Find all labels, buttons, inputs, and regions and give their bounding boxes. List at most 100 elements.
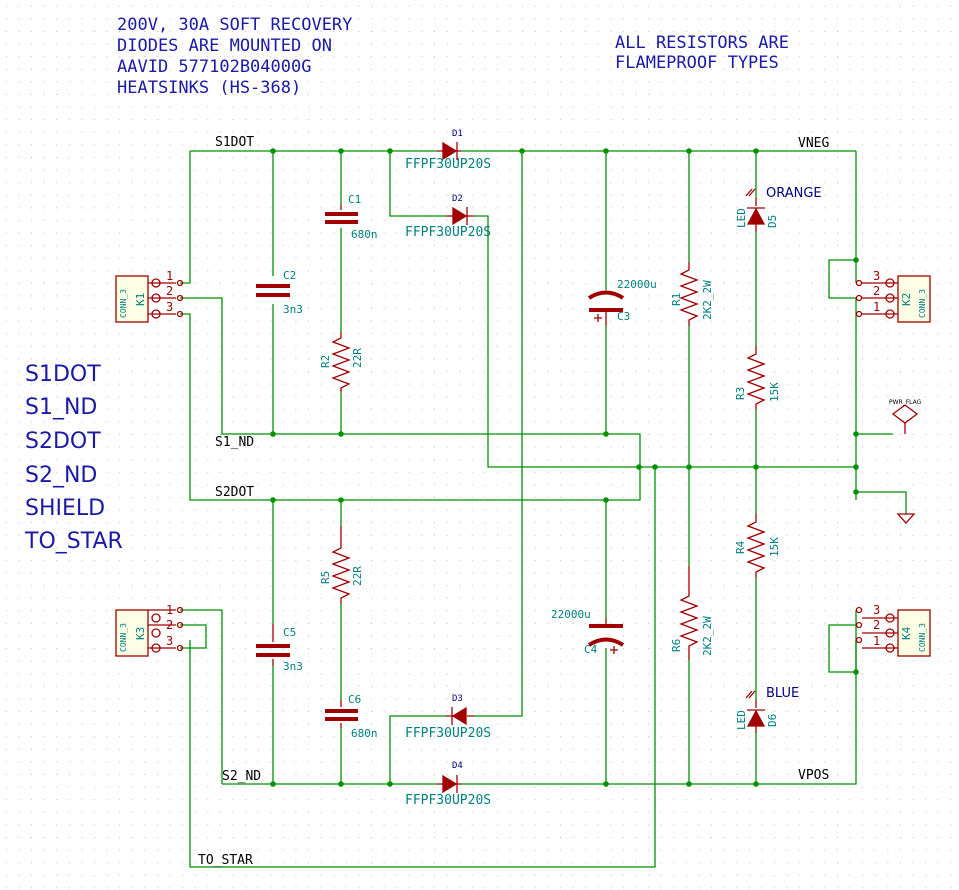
k2-pin-2: 2 bbox=[873, 284, 880, 298]
r5-value: 22R bbox=[351, 566, 364, 586]
diode-d4: D4 FFPF30UP20S bbox=[405, 761, 491, 808]
capacitor-c4: 22000u C4 bbox=[551, 608, 625, 656]
k2-pin-3: 3 bbox=[873, 269, 880, 283]
net-label-s1nd: S1_ND bbox=[215, 435, 254, 450]
d4-ref: D4 bbox=[452, 761, 463, 771]
net-labels: S1DOT S1_ND S2DOT S2_ND TO_STAR VNEG VPO… bbox=[198, 135, 829, 868]
k1-pin-2: 2 bbox=[166, 284, 173, 298]
d2-ref: D2 bbox=[452, 194, 463, 204]
d6-ref: D6 bbox=[766, 714, 779, 727]
k2-type: CONN_3 bbox=[918, 289, 927, 318]
d6-color: BLUE bbox=[766, 686, 799, 701]
r1-value: 2K2_2W bbox=[701, 280, 714, 320]
connector-k2: 3 2 1 K2 CONN_3 bbox=[855, 269, 931, 323]
d1-value: FFPF30UP20S bbox=[405, 157, 491, 172]
net-list-item: S1_ND bbox=[25, 395, 97, 420]
diode-d3: D3 FFPF30UP20S bbox=[405, 694, 491, 741]
d3-value: FFPF30UP20S bbox=[405, 726, 491, 741]
net-list-item: S2DOT bbox=[25, 429, 101, 454]
r1-ref: R1 bbox=[670, 293, 683, 306]
resistor-r1: R1 2K2_2W bbox=[670, 262, 714, 326]
capacitor-c1: C1 680n bbox=[325, 193, 378, 241]
k1-pin-3: 3 bbox=[166, 300, 173, 314]
r2-ref: R2 bbox=[319, 355, 332, 368]
k3-ref: K3 bbox=[134, 627, 147, 640]
r3-ref: R3 bbox=[734, 387, 747, 400]
c5-ref: C5 bbox=[283, 626, 296, 639]
capacitor-c2: C2 3n3 bbox=[256, 269, 303, 316]
k4-ref: K4 bbox=[900, 626, 913, 640]
k3-type: CONN_3 bbox=[119, 623, 128, 652]
k4-pin-3: 3 bbox=[873, 603, 880, 617]
k2-pin-1: 1 bbox=[873, 300, 880, 314]
resistor-r6: R6 2K2_2W bbox=[670, 566, 714, 660]
d5-ref: D5 bbox=[766, 215, 779, 228]
d6-type: LED bbox=[735, 710, 748, 730]
r4-value: 15K bbox=[768, 537, 781, 557]
led-d6: LED D6 BLUE bbox=[735, 686, 799, 733]
resistor-r5: R5 22R bbox=[319, 526, 364, 604]
pwr-flag: PWR_FLAG bbox=[889, 399, 922, 434]
k4-pin-2: 2 bbox=[873, 618, 880, 632]
note-line: AAVID 577102B04000G bbox=[117, 57, 311, 77]
c1-value: 680n bbox=[351, 228, 378, 241]
resistor-r4: R4 15K bbox=[734, 514, 781, 578]
k3-pin-1: 1 bbox=[166, 603, 173, 617]
d5-type: LED bbox=[735, 208, 748, 228]
wires bbox=[180, 150, 907, 868]
r3-value: 15K bbox=[768, 382, 781, 402]
note-line: FLAMEPROOF TYPES bbox=[615, 53, 779, 73]
pwr-flag-label: PWR_FLAG bbox=[889, 399, 922, 406]
d2-value: FFPF30UP20S bbox=[405, 225, 491, 240]
k3-pin-2: 2 bbox=[166, 618, 173, 632]
c5-value: 3n3 bbox=[283, 660, 303, 673]
k1-ref: K1 bbox=[134, 293, 147, 306]
c6-value: 680n bbox=[351, 727, 378, 740]
d4-value: FFPF30UP20S bbox=[405, 793, 491, 808]
junctions bbox=[270, 148, 859, 787]
r5-ref: R5 bbox=[319, 571, 332, 584]
d1-ref: D1 bbox=[452, 129, 463, 139]
net-list-item: S2_ND bbox=[25, 463, 97, 488]
c6-ref: C6 bbox=[348, 693, 361, 706]
k4-type: CONN_3 bbox=[918, 623, 927, 652]
r4-ref: R4 bbox=[734, 540, 747, 554]
net-label-vpos: VPOS bbox=[798, 768, 829, 783]
r6-value: 2K2_2W bbox=[701, 616, 714, 656]
net-list-item: S1DOT bbox=[25, 362, 101, 387]
connector-k4: 3 2 1 K4 CONN_3 bbox=[855, 603, 931, 657]
c4-value: 22000u bbox=[551, 608, 591, 621]
net-label-to-star: TO_STAR bbox=[198, 853, 253, 868]
net-label-s2nd: S2_ND bbox=[222, 769, 261, 784]
d3-ref: D3 bbox=[452, 694, 463, 704]
capacitor-c6: C6 680n bbox=[325, 693, 378, 740]
c2-value: 3n3 bbox=[283, 303, 303, 316]
k1-type: CONN_3 bbox=[119, 289, 128, 318]
capacitor-c3: 22000u C3 bbox=[587, 278, 657, 326]
resistor-r2: R2 22R bbox=[319, 332, 364, 392]
c2-ref: C2 bbox=[283, 269, 296, 282]
r6-ref: R6 bbox=[670, 639, 683, 652]
c4-ref: C4 bbox=[584, 643, 598, 656]
capacitor-c5: C5 3n3 bbox=[256, 624, 303, 673]
net-label-s2dot: S2DOT bbox=[215, 485, 254, 500]
ground-symbol bbox=[896, 513, 916, 524]
resistor-r3: R3 15K bbox=[734, 346, 781, 410]
c3-value: 22000u bbox=[617, 278, 657, 291]
connector-k1: 1 2 3 CONN_3 K1 bbox=[115, 269, 184, 323]
note-line: DIODES ARE MOUNTED ON bbox=[117, 36, 332, 56]
c3-ref: C3 bbox=[617, 310, 630, 323]
k3-pin-3: 3 bbox=[166, 634, 173, 648]
led-d5: LED D5 ORANGE bbox=[735, 186, 822, 232]
note-line: ALL RESISTORS ARE bbox=[615, 33, 789, 53]
note-line: HEATSINKS (HS-368) bbox=[117, 78, 301, 98]
resistor-note: ALL RESISTORS ARE FLAMEPROOF TYPES bbox=[615, 33, 789, 73]
k2-ref: K2 bbox=[900, 293, 913, 306]
diode-d2: D2 FFPF30UP20S bbox=[405, 194, 491, 240]
net-list-item: SHIELD bbox=[25, 496, 105, 521]
k1-pin-1: 1 bbox=[166, 269, 173, 283]
net-list: S1DOT S1_ND S2DOT S2_ND SHIELD TO_STAR bbox=[24, 362, 123, 554]
c1-ref: C1 bbox=[348, 193, 361, 206]
d5-color: ORANGE bbox=[766, 186, 822, 201]
